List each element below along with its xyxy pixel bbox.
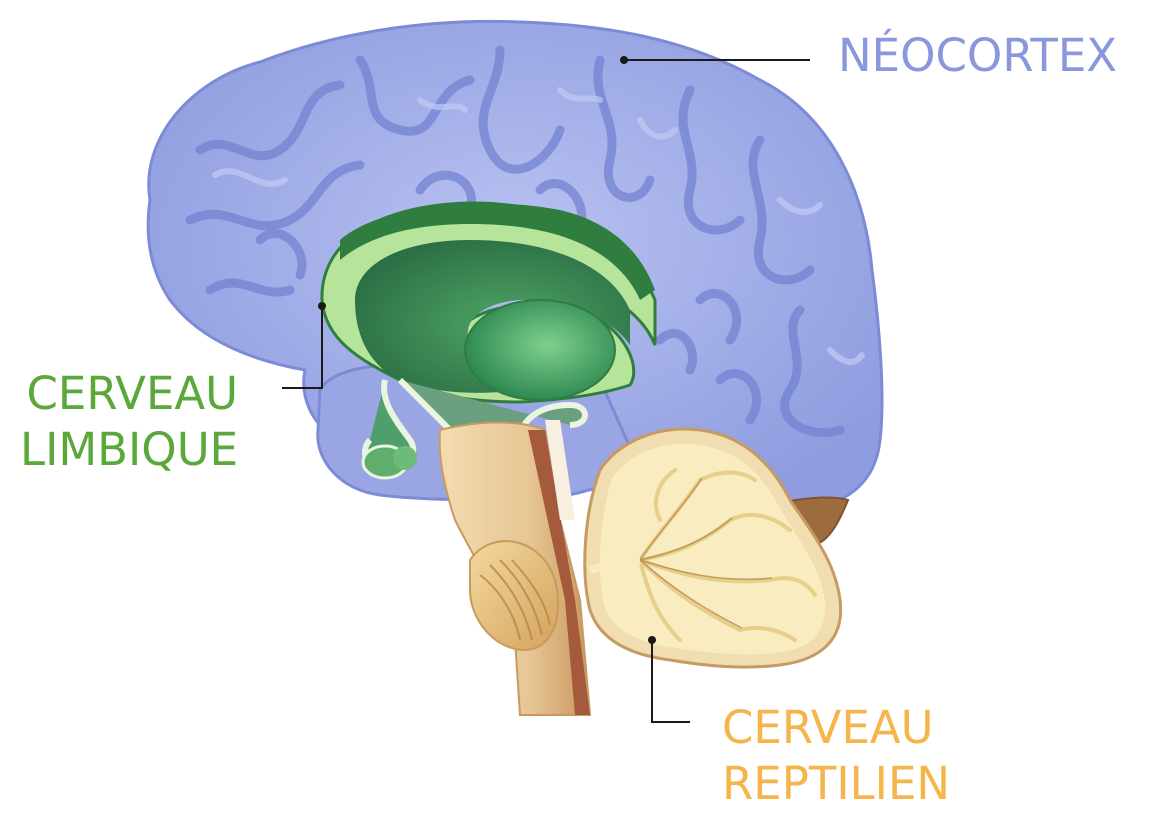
reptilian-label-line1: CERVEAU (722, 700, 950, 756)
neocortex-label-text: NÉOCORTEX (838, 28, 1117, 84)
limbic-label-line2: LIMBIQUE (20, 422, 238, 478)
neocortex-label: NÉOCORTEX (838, 28, 1117, 84)
limbic-label-line1: CERVEAU (20, 366, 238, 422)
limbic-label: CERVEAU LIMBIQUE (20, 366, 238, 478)
reptilian-label: CERVEAU REPTILIEN (722, 700, 950, 812)
reptilian-label-line2: REPTILIEN (722, 756, 950, 812)
